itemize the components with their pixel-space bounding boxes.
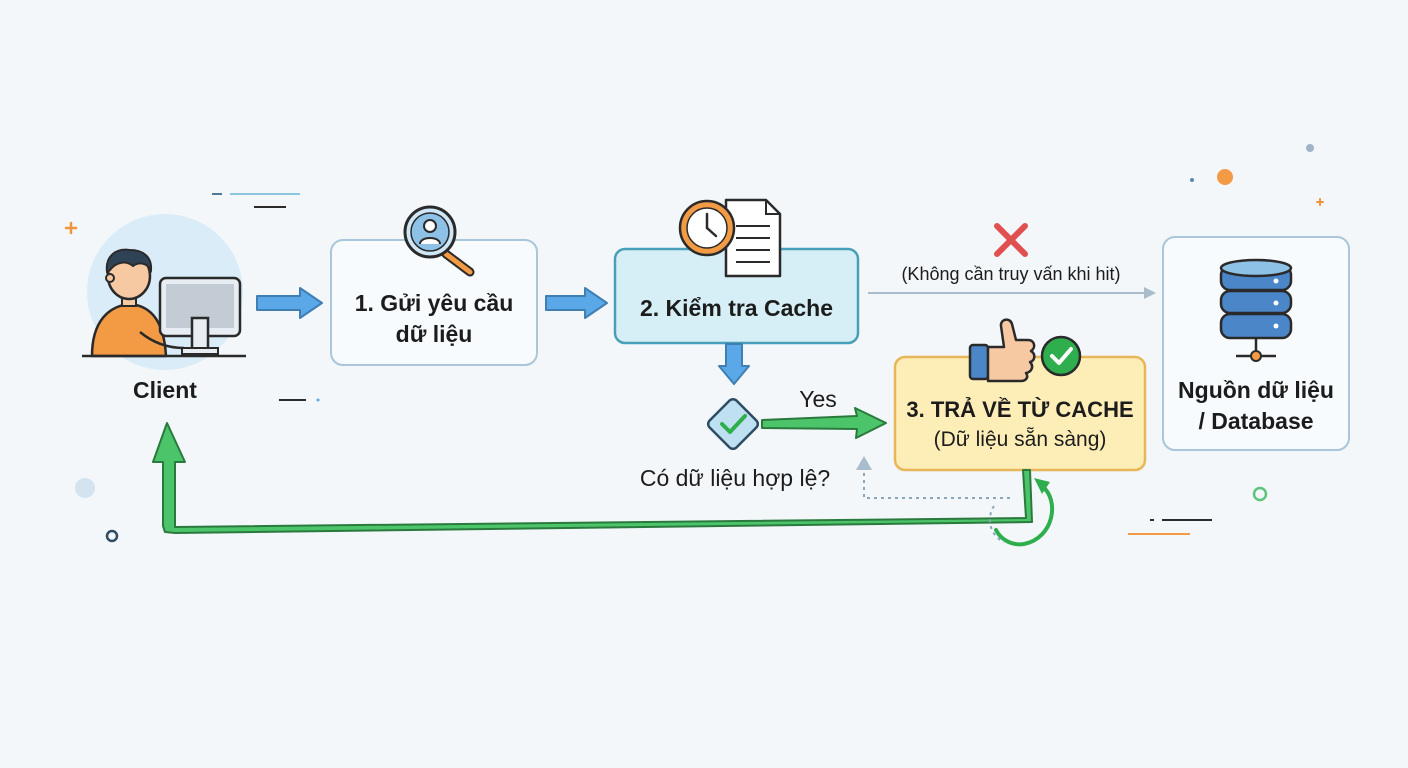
step3-subtitle: (Dữ liệu sẵn sàng) bbox=[933, 428, 1107, 451]
step1-label-line2: dữ liệu bbox=[395, 321, 473, 347]
step2-label: 2. Kiểm tra Cache bbox=[639, 295, 834, 321]
user-search-icon bbox=[403, 205, 475, 277]
arrow-request-to-cache bbox=[545, 287, 608, 319]
person-at-computer-icon bbox=[82, 248, 246, 358]
database-label-line2: / Database bbox=[1198, 408, 1314, 434]
step2-node bbox=[613, 198, 860, 345]
client-label: Client bbox=[133, 377, 197, 403]
red-cross-icon bbox=[994, 223, 1028, 257]
decision-node bbox=[706, 397, 760, 451]
arrow-client-to-request bbox=[256, 287, 323, 319]
clock-document-icon bbox=[678, 198, 782, 278]
check-diamond-icon bbox=[706, 397, 760, 451]
circular-arrow-icon bbox=[988, 478, 1055, 547]
step3-node bbox=[893, 318, 1147, 472]
decorations bbox=[64, 144, 1324, 543]
step1-label-line1: 1. Gửi yêu cầu bbox=[354, 290, 514, 316]
database-node bbox=[1162, 236, 1350, 451]
bypass-note: (Không cần truy vấn khi hit) bbox=[901, 264, 1121, 284]
thumbs-up-check-icon bbox=[968, 318, 1082, 383]
step1-node bbox=[330, 205, 538, 366]
step3-title: 3. TRẢ VỀ TỪ CACHE bbox=[906, 397, 1134, 422]
dotted-loop-arrow bbox=[863, 468, 1010, 499]
arrow-cache-to-decision bbox=[718, 343, 750, 385]
arrow-yes-to-result bbox=[761, 407, 887, 439]
dotted-loop-head bbox=[856, 456, 872, 470]
decision-question: Có dữ liệu hợp lệ? bbox=[639, 465, 831, 491]
return-arrow-to-client bbox=[152, 422, 1033, 534]
database-label-line1: Nguồn dữ liệu bbox=[1178, 377, 1334, 403]
client-node bbox=[82, 214, 246, 370]
yes-label: Yes bbox=[799, 386, 837, 412]
database-server-icon bbox=[1219, 258, 1293, 362]
